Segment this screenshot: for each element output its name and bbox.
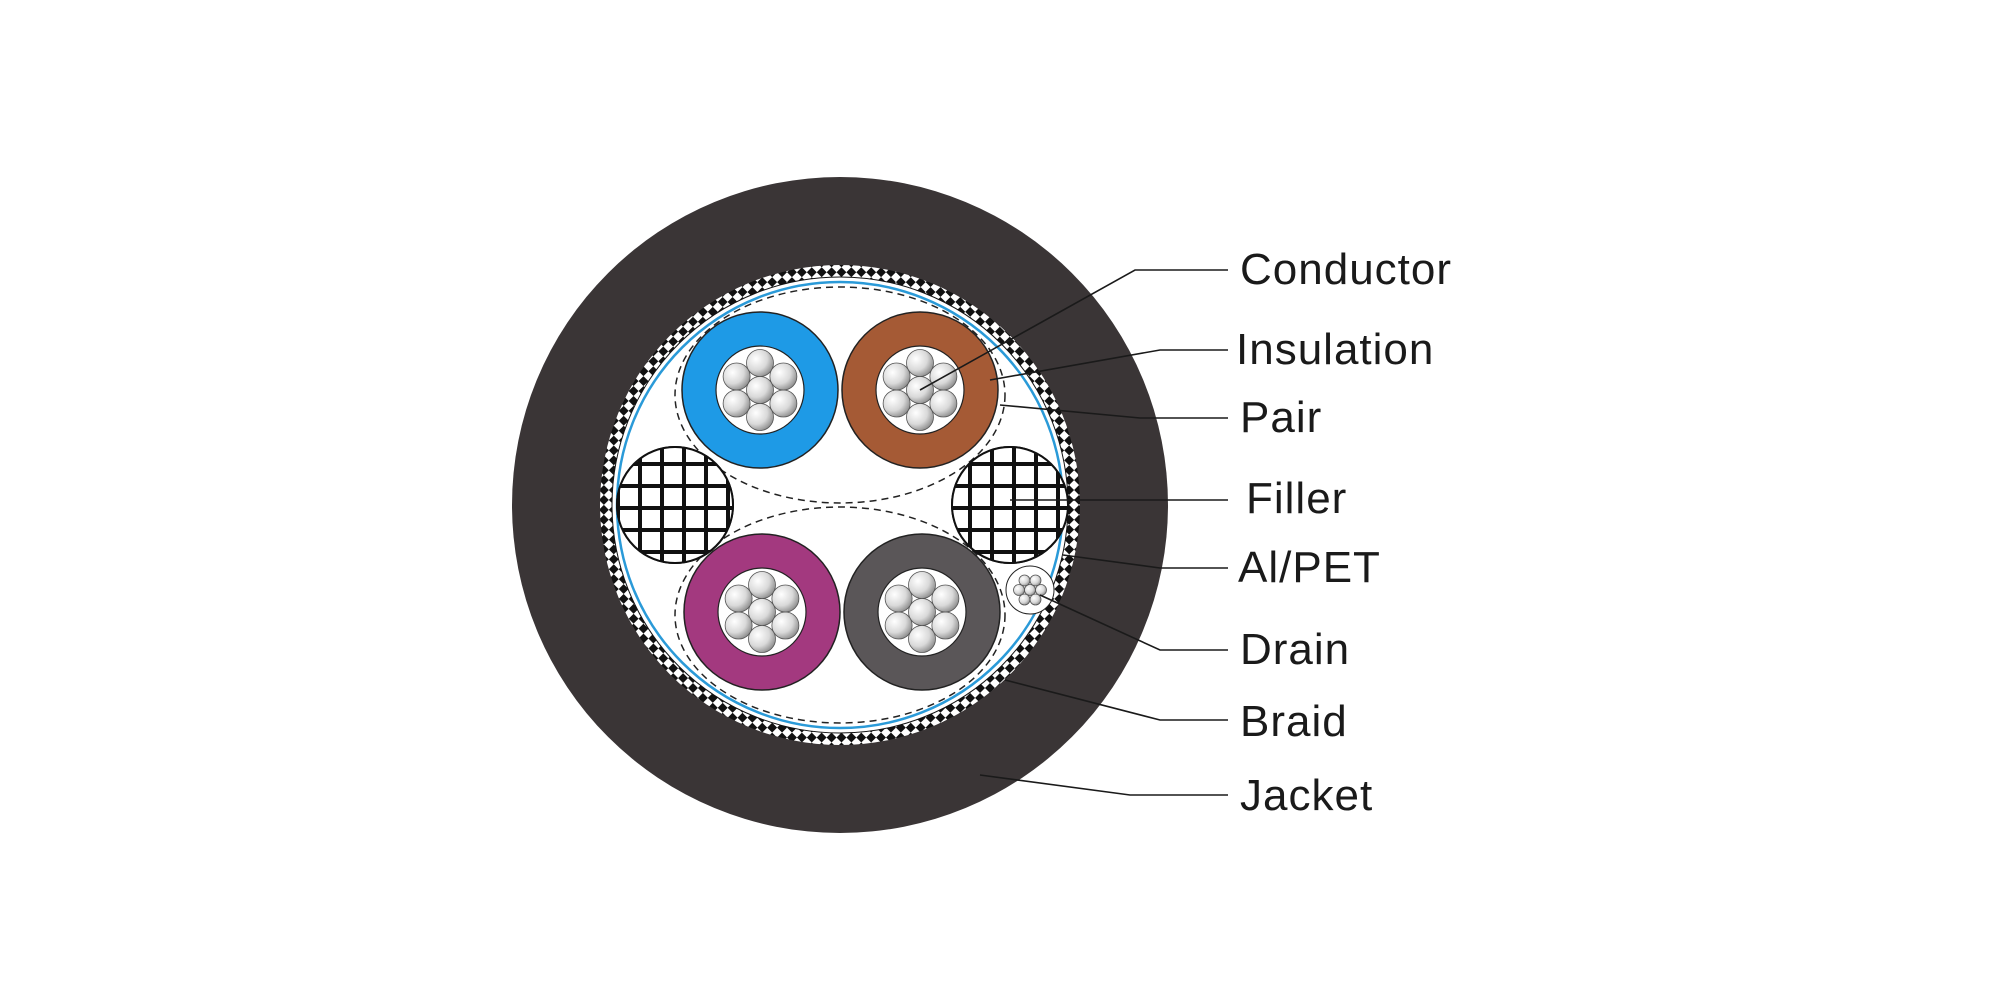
strand — [1013, 584, 1025, 596]
strand — [1029, 574, 1042, 587]
strand — [884, 611, 913, 640]
strand — [1035, 584, 1047, 596]
strand — [929, 389, 958, 418]
strand — [906, 403, 934, 431]
label-braid: Braid — [1240, 697, 1348, 746]
drain-wire — [1005, 565, 1055, 615]
strand — [771, 611, 800, 640]
leader-pair — [999, 404, 1228, 419]
strand — [769, 389, 798, 418]
leader-lines — [919, 269, 1228, 796]
strand — [884, 584, 913, 613]
leader-conductor — [919, 269, 1228, 391]
strand — [908, 598, 936, 626]
strand — [724, 611, 753, 640]
strand — [1018, 574, 1031, 587]
strand — [724, 584, 753, 613]
strand — [908, 571, 936, 599]
pair-boundary-top — [674, 286, 1006, 504]
filler-right — [951, 446, 1069, 564]
leader-insulation — [989, 349, 1228, 381]
strand — [906, 349, 934, 377]
conductor-strands — [884, 571, 960, 653]
insulated-conductor-blue — [681, 311, 839, 469]
strand — [931, 584, 960, 613]
label-insulation: Insulation — [1236, 325, 1434, 374]
label-drain: Drain — [1240, 625, 1350, 674]
strand — [746, 376, 774, 404]
label-pair: Pair — [1240, 393, 1322, 442]
conductor-strands — [724, 571, 800, 653]
leader-al-pet — [1062, 554, 1228, 569]
strand — [908, 625, 936, 653]
leader-braid — [1004, 679, 1228, 721]
insulated-conductor-magenta — [683, 533, 841, 691]
strand — [1024, 584, 1036, 596]
strand — [771, 584, 800, 613]
strand — [882, 389, 911, 418]
strand — [1018, 593, 1031, 606]
strand — [722, 362, 751, 391]
insulated-conductor-gray — [843, 533, 1001, 691]
strand — [722, 389, 751, 418]
strand — [748, 625, 776, 653]
label-filler: Filler — [1246, 474, 1347, 523]
label-jacket: Jacket — [1240, 771, 1373, 820]
leader-jacket — [979, 774, 1228, 796]
strand — [931, 611, 960, 640]
conductor-strands — [722, 349, 798, 431]
strand — [1029, 593, 1042, 606]
strand — [746, 349, 774, 377]
label-al-pet: Al/PET — [1238, 543, 1381, 592]
strand — [746, 403, 774, 431]
filler-left — [616, 446, 734, 564]
leader-drain — [1039, 594, 1228, 651]
strand — [882, 362, 911, 391]
strand — [748, 598, 776, 626]
pair-boundary-bottom — [674, 506, 1006, 724]
label-conductor: Conductor — [1240, 245, 1452, 294]
strand — [748, 571, 776, 599]
conductor-strands — [882, 349, 958, 431]
strand — [769, 362, 798, 391]
